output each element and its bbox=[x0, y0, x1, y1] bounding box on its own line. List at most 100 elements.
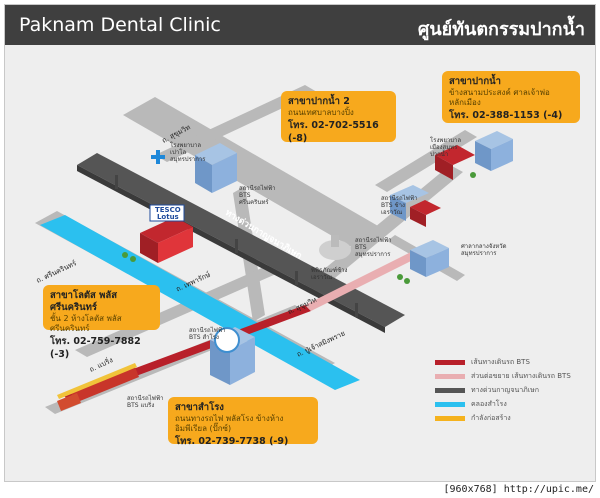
callout-title: สาขาปากน้ำ bbox=[449, 76, 501, 87]
cross-bar bbox=[156, 150, 160, 164]
erawan-tower bbox=[331, 235, 339, 247]
footer-strip: [960x768] http://upic.me/ bbox=[0, 484, 600, 498]
header-bar: Paknam Dental Clinic ศูนย์ทันตกรรมปากน้ำ bbox=[5, 5, 595, 45]
label-station-srinakarin: สถานีรถไฟฟ้า BTS ศรีนครินทร์ bbox=[239, 185, 276, 206]
building-pak-nam bbox=[435, 131, 513, 180]
legend-swatch bbox=[435, 402, 465, 407]
legend-row-expressway: ทางด่วนกาญจนาภิเษก bbox=[435, 385, 585, 396]
legend-swatch bbox=[435, 374, 465, 379]
legend-row-canal: คลองสำโรง bbox=[435, 399, 585, 410]
watermark[interactable]: [960x768] http://upic.me/ bbox=[443, 484, 594, 495]
building-province-hall bbox=[410, 240, 449, 277]
label-erawan: พิพิธภัณฑ์ช้างเอราวัณ bbox=[311, 267, 348, 281]
legend-label: เส้นทางเดินรถ BTS bbox=[471, 358, 530, 366]
building-face bbox=[390, 195, 406, 221]
legend-row-bts: เส้นทางเดินรถ BTS bbox=[435, 357, 585, 368]
legend-label: กำลังก่อสร้าง bbox=[471, 414, 511, 422]
building-face bbox=[475, 131, 513, 149]
road-right-top bbox=[375, 130, 477, 192]
legend-label: ส่วนต่อขยาย เส้นทางเดินรถ BTS bbox=[471, 372, 571, 380]
tree bbox=[470, 172, 476, 178]
building-face bbox=[158, 227, 193, 263]
building-face bbox=[195, 155, 212, 193]
building-face bbox=[140, 217, 193, 243]
tesco-sign bbox=[149, 204, 185, 222]
building-face bbox=[390, 185, 429, 203]
callout-paknam-2: สาขาปากน้ำ 2 ถนนเทศบาลบางปิ้ง โทร. 02-70… bbox=[281, 91, 396, 144]
building-mueang bbox=[390, 185, 441, 227]
building-samrong bbox=[210, 327, 255, 385]
callout-title: สาขาปากน้ำ 2 bbox=[288, 96, 350, 107]
building-face bbox=[491, 139, 513, 171]
map-frame: Paknam Dental Clinic ศูนย์ทันตกรรมปากน้ำ bbox=[4, 4, 596, 482]
lotus-text: Lotus bbox=[156, 213, 179, 221]
legend-swatch bbox=[435, 388, 465, 393]
erawan-elephant bbox=[319, 235, 351, 260]
label-mueang: โรงพยาบาล เมืองสมุทร ปากน้ำ bbox=[430, 137, 462, 158]
clinic-name-en: Paknam Dental Clinic bbox=[19, 14, 221, 36]
callout-paknam: สาขาปากน้ำ ข้างสนามประสงค์ ศาลเจ้าพ่อหลั… bbox=[442, 71, 580, 123]
label-paolo: โรงพยาบาล เปาโล สมุทรปราการ bbox=[170, 142, 206, 163]
hospital-marker bbox=[151, 150, 165, 164]
road-right-diag bbox=[305, 165, 463, 292]
label-station-chang: สถานีรถไฟฟ้า BTS ช้างเอราวัณ bbox=[381, 195, 418, 216]
label-station-samrong: สถานีรถไฟฟ้า BTS สำโรง bbox=[189, 327, 226, 341]
callout-samrong: สาขาสำโรง ถนนทางรถไฟ พลัสโรง ข้างห้างอิม… bbox=[168, 397, 318, 447]
tree bbox=[404, 278, 410, 284]
legend-row-bts-extension: ส่วนต่อขยาย เส้นทางเดินรถ BTS bbox=[435, 371, 585, 382]
label-station-pakkad: สถานีรถไฟฟ้า BTS สมุทรปราการ bbox=[355, 237, 392, 258]
callout-address: ถนนทางรถไฟ พลัสโรง ข้างห้างอิมพีเรียล (ป… bbox=[175, 414, 284, 433]
building-face bbox=[212, 153, 237, 193]
building-face bbox=[410, 240, 449, 258]
building-tesco bbox=[140, 204, 193, 263]
building-face bbox=[435, 155, 453, 180]
tesco-text: TESCO bbox=[155, 206, 181, 214]
map-illustration bbox=[35, 85, 513, 414]
building-face bbox=[435, 145, 475, 165]
legend-label: ทางด่วนกาญจนาภิเษก bbox=[471, 386, 540, 394]
legend-label: คลองสำโรง bbox=[471, 400, 507, 408]
train-roof bbox=[57, 363, 137, 399]
tree bbox=[130, 256, 136, 262]
trees bbox=[122, 172, 476, 284]
train-car bbox=[71, 367, 139, 403]
building-face bbox=[410, 207, 426, 227]
building-face bbox=[410, 200, 441, 215]
callout-address: ชั้น 2 ห้างโลตัส พลัส ศรีนครินทร์ bbox=[50, 314, 122, 333]
callout-address: ถนนเทศบาลบางปิ้ง bbox=[288, 108, 354, 117]
expressway-pillar bbox=[235, 239, 238, 253]
legend-swatch bbox=[435, 360, 465, 365]
train bbox=[57, 363, 139, 411]
label-station-bearing: สถานีรถไฟฟ้า BTS แบริ่ง bbox=[127, 395, 164, 409]
callout-phone: โทร. 02-759-7882 (-3) bbox=[50, 336, 141, 360]
train-car bbox=[57, 393, 81, 411]
building-paolo bbox=[195, 143, 237, 193]
bts-extension bbox=[305, 245, 431, 311]
callout-phone: โทร. 02-739-7738 (-9) bbox=[175, 436, 289, 447]
erawan-body bbox=[319, 240, 351, 260]
legend-swatch bbox=[435, 416, 465, 421]
legend-row-construction: กำลังก่อสร้าง bbox=[435, 413, 585, 424]
label-province-hall: ศาลากลางจังหวัด สมุทรปราการ bbox=[461, 243, 507, 257]
building-face bbox=[426, 248, 449, 277]
samrong-logo bbox=[214, 327, 240, 353]
expressway-deck bbox=[77, 153, 405, 327]
expressway-pillar bbox=[355, 303, 358, 317]
building-face bbox=[140, 233, 158, 263]
callout-title: สาขาสำโรง bbox=[175, 402, 224, 413]
expressway-pillar bbox=[295, 271, 298, 285]
building-face bbox=[475, 141, 491, 171]
tree bbox=[397, 274, 403, 280]
callout-lotus: สาขาโลตัส พลัส ศรีนครินทร์ ชั้น 2 ห้างโล… bbox=[43, 285, 160, 360]
building-face bbox=[410, 250, 426, 277]
canal-samrong bbox=[40, 215, 360, 390]
road-upper-cross bbox=[155, 85, 317, 162]
road-sukhumvit-top bbox=[123, 97, 385, 248]
callout-title: สาขาโลตัส พลัส ศรีนครินทร์ bbox=[50, 290, 118, 313]
map-legend: เส้นทางเดินรถ BTS ส่วนต่อขยาย เส้นทางเดิ… bbox=[435, 357, 585, 427]
clinic-name-th: ศูนย์ทันตกรรมปากน้ำ bbox=[417, 19, 585, 40]
label-tesco: TESCO Lotus bbox=[155, 207, 181, 221]
callout-phone: โทร. 02-388-1153 (-4) bbox=[449, 110, 563, 121]
callout-phone: โทร. 02-702-5516 (-8) bbox=[288, 120, 379, 144]
callout-address: ข้างสนามประสงค์ ศาลเจ้าพ่อหลักเมือง bbox=[449, 88, 550, 107]
